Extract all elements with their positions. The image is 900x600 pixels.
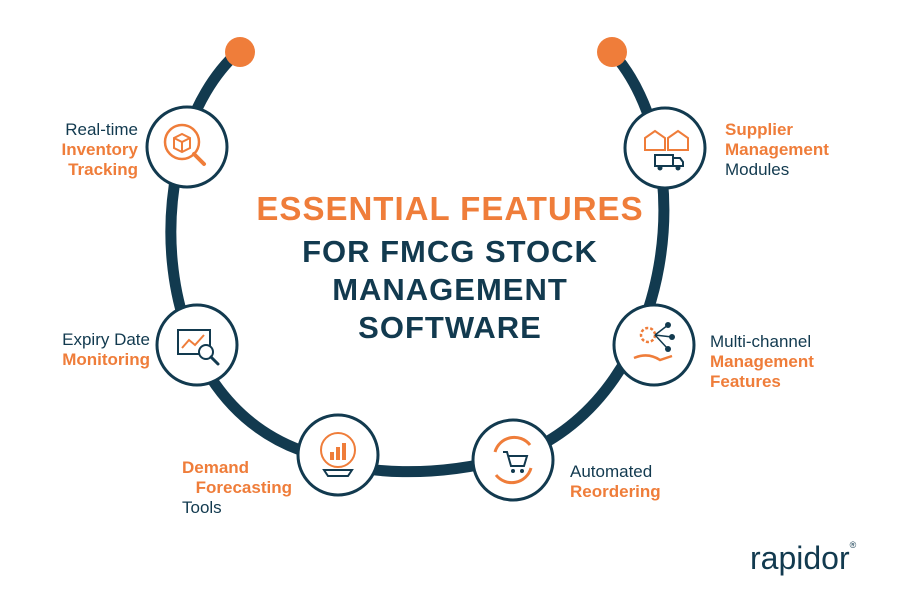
node-reorder <box>471 418 555 502</box>
arc-end-dot-right <box>597 37 627 67</box>
node-demand <box>296 413 380 497</box>
node-expiry <box>155 303 239 387</box>
cart-cycle-icon <box>493 435 533 485</box>
label-expiry: Expiry Date Monitoring <box>20 330 150 370</box>
label-reorder-line1: Automated <box>570 462 653 481</box>
title-line-3-text: MANAGEMENT <box>332 272 568 307</box>
label-demand-line2: Forecasting <box>195 478 292 497</box>
node-multichannel <box>612 303 696 387</box>
title-line-4-text: SOFTWARE <box>358 310 542 345</box>
logo-registered-mark: ® <box>849 540 857 550</box>
title-line-2-text: FOR FMCG STOCK <box>302 234 598 269</box>
label-multichannel-line2: Management <box>710 352 814 371</box>
arc-end-dot-left <box>225 37 255 67</box>
warehouse-truck-icon <box>644 129 689 171</box>
chart-magnifier-icon <box>177 329 220 366</box>
label-multichannel-line1: Multi-channel <box>710 332 812 351</box>
label-demand: Demand Forecasting Tools <box>160 458 292 518</box>
label-reorder-line2: Reordering <box>570 482 661 501</box>
label-demand-line1: Demand <box>182 458 250 477</box>
hand-gear-network-icon <box>633 322 675 362</box>
label-reorder: Automated Reordering <box>570 462 710 502</box>
label-supplier: Supplier Management Modules <box>725 120 885 180</box>
label-supplier-line1: Supplier <box>725 120 794 139</box>
label-inventory-line2: Inventory <box>61 140 138 159</box>
label-inventory-line3: Tracking <box>68 160 138 179</box>
label-expiry-line1: Expiry Date <box>62 330 150 349</box>
logo-text: rapidor <box>750 540 850 576</box>
feature-arc <box>165 46 670 478</box>
label-expiry-line2: Monitoring <box>62 350 150 369</box>
label-inventory-line1: Real-time <box>65 120 138 139</box>
label-supplier-line2: Management <box>725 140 829 159</box>
label-supplier-line3: Modules <box>725 160 790 179</box>
label-inventory: Real-time Inventory Tracking <box>20 120 138 180</box>
node-supplier <box>623 106 707 190</box>
title-line-1: ESSENTIAL FEATURES <box>256 190 644 227</box>
title-line-2: FOR FMCG STOCK MANAGEMENT SOFTWARE <box>190 233 710 347</box>
label-multichannel: Multi-channel Management Features <box>710 332 870 392</box>
node-inventory <box>145 105 229 189</box>
crystal-ball-chart-icon <box>320 432 356 477</box>
label-multichannel-line3: Features <box>710 372 781 391</box>
box-search-icon <box>163 123 206 166</box>
rapidor-logo: rapidor® <box>750 540 856 577</box>
label-demand-line3: Tools <box>182 498 222 517</box>
